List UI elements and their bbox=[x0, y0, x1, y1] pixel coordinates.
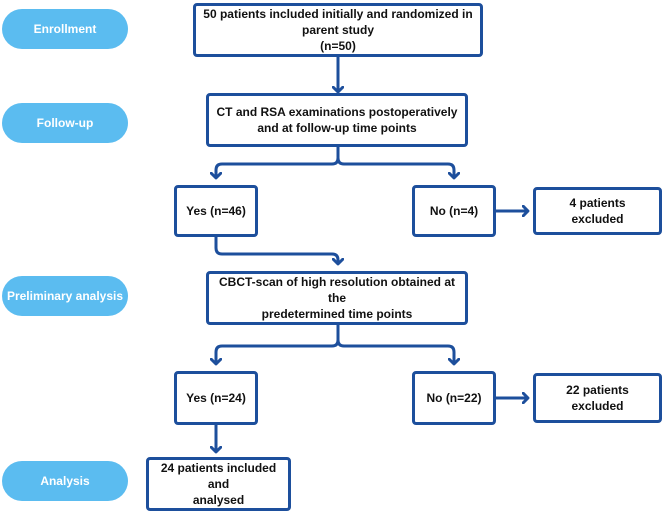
box-text-line: (n=50) bbox=[320, 39, 356, 53]
stage-follow-up: Follow-up bbox=[2, 103, 128, 143]
box-text-line: and at follow-up time points bbox=[257, 121, 417, 135]
stage-label: Analysis bbox=[40, 474, 90, 488]
box-text-line: No (n=4) bbox=[429, 204, 479, 218]
box-initial-enrollment: 50 patients included initially and rando… bbox=[193, 3, 483, 57]
box-no-22: No (n=22) bbox=[412, 371, 496, 425]
box-yes-46: Yes (n=46) bbox=[174, 185, 258, 237]
stage-preliminary-analysis: Preliminary analysis bbox=[2, 276, 128, 316]
box-ct-rsa-exams: CT and RSA examinations postoperatively … bbox=[206, 93, 468, 147]
box-cbct-scan: CBCT-scan of high resolution obtained at… bbox=[206, 271, 468, 325]
box-text-line: parent study bbox=[301, 23, 374, 37]
box-yes-24: Yes (n=24) bbox=[174, 371, 258, 425]
box-text-line: 4 patients excluded bbox=[569, 196, 626, 226]
stage-label: Follow-up bbox=[36, 116, 94, 130]
box-excluded-22: 22 patients excluded bbox=[533, 373, 662, 423]
box-text-line: CT and RSA examinations postoperatively bbox=[216, 105, 458, 119]
box-text-line: 22 patients excluded bbox=[566, 383, 629, 413]
split-exams bbox=[216, 146, 340, 178]
box-text-line: Yes (n=24) bbox=[186, 391, 246, 405]
stage-label: Preliminary analysis bbox=[6, 289, 124, 303]
box-text-line: predetermined time points bbox=[261, 307, 413, 321]
stage-analysis: Analysis bbox=[2, 461, 128, 501]
arrow-yes1-to-cbct bbox=[214, 236, 338, 264]
box-no-4: No (n=4) bbox=[412, 185, 496, 237]
box-text-line: CBCT-scan of high resolution obtained at… bbox=[218, 275, 455, 305]
stage-label: Enrollment bbox=[33, 22, 97, 36]
box-final-included: 24 patients included and analysed bbox=[146, 457, 291, 511]
box-text-line: Yes (n=46) bbox=[186, 204, 246, 218]
box-excluded-4: 4 patients excluded bbox=[533, 187, 662, 235]
stage-enrollment: Enrollment bbox=[2, 9, 128, 49]
split-cbct bbox=[216, 324, 340, 364]
box-text-line: analysed bbox=[192, 493, 245, 507]
box-text-line: 24 patients included and bbox=[160, 461, 277, 491]
split-exams-right bbox=[336, 157, 454, 178]
split-cbct-right bbox=[336, 339, 454, 364]
box-text-line: 50 patients included initially and rando… bbox=[203, 7, 473, 21]
box-text-line: No (n=22) bbox=[426, 391, 482, 405]
